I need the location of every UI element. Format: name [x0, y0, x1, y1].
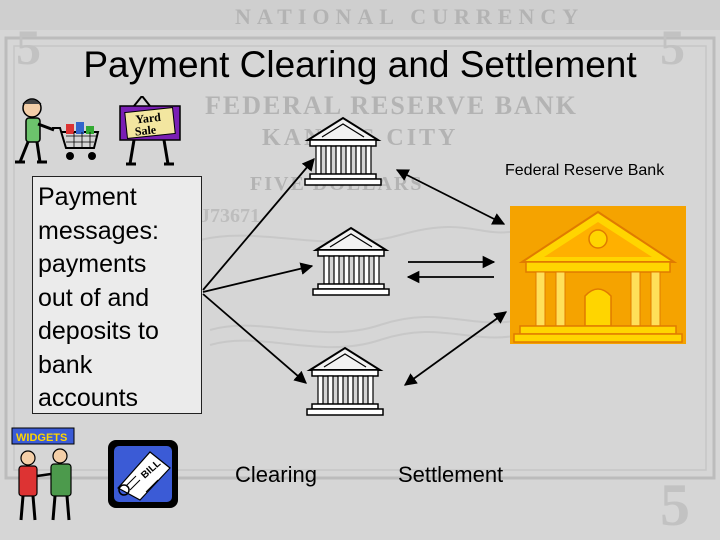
shopper-cart-clipart [15, 98, 100, 164]
federal-reserve-bank-label: Federal Reserve Bank [505, 162, 665, 179]
widgets-sign-text: WIDGETS [16, 432, 67, 444]
slide-title: Payment Clearing and Settlement [83, 44, 637, 85]
message-line: out of and [38, 283, 150, 312]
yard-sale-sign-clipart: Yard Sale [119, 96, 181, 166]
yard-sign-line1: Yard [135, 110, 162, 127]
note-value-text: FIVE DOLLARS [250, 173, 423, 195]
message-line: Payment [38, 183, 137, 211]
settlement-label: Settlement [398, 462, 504, 487]
message-line: deposits to [38, 317, 159, 345]
note-bank-text: FEDERAL RESERVE BANK [205, 91, 578, 120]
bill-paper-clipart: BILL [108, 440, 178, 508]
message-line: payments [38, 250, 147, 278]
denomination-top-right: 5 [660, 19, 685, 75]
denomination-top-left: 5 [16, 19, 41, 75]
note-header-text: NATIONAL CURRENCY [235, 4, 584, 29]
payment-messages-box: Payment messages: payments out of and de… [32, 176, 202, 414]
yard-sign-line2: Sale [134, 122, 157, 138]
widgets-merchants-clipart: WIDGETS [11, 427, 75, 521]
serial-number: J73671 [200, 205, 260, 227]
note-city-text: KANSAS CITY [262, 125, 458, 151]
clearing-label: Clearing [235, 462, 317, 487]
message-line: accounts [38, 384, 139, 412]
denomination-bottom-right: 5 [660, 472, 690, 538]
message-line: messages: [38, 216, 159, 245]
message-line: bank [38, 350, 93, 379]
